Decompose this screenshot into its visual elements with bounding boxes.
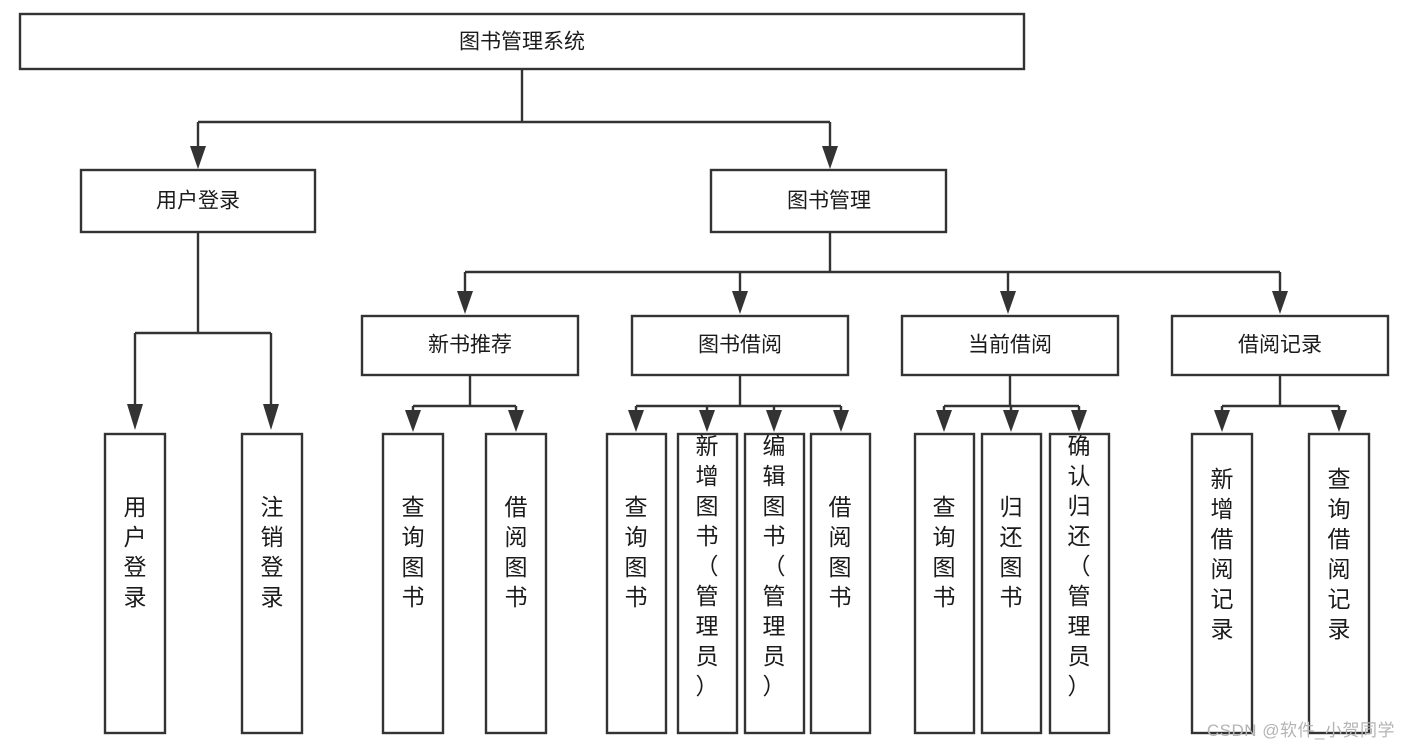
leaf-bb-borrow-book-rect[interactable] [809, 432, 872, 735]
node-root-rect[interactable] [18, 12, 1026, 71]
csdn-watermark: CSDN @软件_小贺同学 [1206, 721, 1395, 740]
arrowhead-bb-borrow [833, 410, 849, 432]
node-user-login-label: 用户登录 [156, 190, 240, 213]
leaf-rec-add-record-rect[interactable] [1190, 432, 1254, 735]
leaf-bb-edit-book-rect[interactable] [743, 432, 806, 735]
arrowhead-bb-edit [766, 410, 782, 432]
leaf-bb-borrow-book[interactable]: 借阅图书 [809, 432, 872, 735]
leaf-bb-borrow-book-label: 借阅图书 [829, 494, 852, 610]
arrowhead-newbook-borrow [508, 410, 524, 432]
node-book-borrow-label: 图书借阅 [698, 334, 782, 357]
node-current-borrow-rect[interactable] [900, 314, 1120, 377]
leaf-bb-edit-book-label: 编辑图书（管理员） [763, 433, 786, 699]
connector-group [127, 69, 1347, 432]
leaf-logout[interactable]: 注销登录 [240, 432, 304, 735]
node-new-book-recommend-label: 新书推荐 [428, 334, 512, 357]
leaf-cb-query-book-rect[interactable] [913, 432, 976, 735]
leaf-rec-query-record-rect[interactable] [1307, 432, 1371, 735]
node-current-borrow[interactable]: 当前借阅 [900, 314, 1120, 377]
leaf-bb-edit-book[interactable]: 编辑图书（管理员） [743, 432, 806, 735]
leaf-user-login-rect[interactable] [103, 432, 167, 735]
node-current-borrow-label: 当前借阅 [968, 334, 1052, 357]
leaf-rec-add-record[interactable]: 新增借阅记录 [1190, 432, 1254, 735]
leaf-rec-query-record-label: 查询借阅记录 [1328, 466, 1351, 642]
leaf-user-login-label: 用户登录 [124, 494, 147, 610]
leaf-newbook-borrow-book-rect[interactable] [484, 432, 548, 735]
leaf-bb-add-book[interactable]: 新增图书（管理员） [676, 432, 739, 735]
arrowhead-cb-confirm [1071, 410, 1087, 432]
node-user-login[interactable]: 用户登录 [79, 168, 317, 234]
leaf-newbook-query-book-rect[interactable] [381, 432, 445, 735]
leaf-bb-add-book-label: 新增图书（管理员） [696, 433, 719, 699]
arrowhead-cb-return [1003, 410, 1019, 432]
leaf-cb-return-book[interactable]: 归还图书 [980, 432, 1043, 735]
node-book-borrow[interactable]: 图书借阅 [630, 314, 850, 377]
arrowhead-borrow-record [1272, 291, 1288, 314]
leaf-user-login[interactable]: 用户登录 [103, 432, 167, 735]
node-book-borrow-rect[interactable] [630, 314, 850, 377]
leaf-cb-confirm-return-label: 确认归还（管理员） [1068, 433, 1091, 699]
leaf-cb-return-book-rect[interactable] [980, 432, 1043, 735]
arrowhead-rec-query [1331, 410, 1347, 432]
node-root[interactable]: 图书管理系统 [18, 12, 1026, 71]
leaf-logout-label: 注销登录 [261, 494, 284, 610]
arrowhead-bb-add [699, 410, 715, 432]
arrowhead-new-book [457, 291, 473, 314]
leaf-cb-return-book-label: 归还图书 [1000, 494, 1023, 610]
leaf-newbook-query-book-label: 查询图书 [402, 494, 425, 610]
node-book-management-rect[interactable] [709, 168, 948, 234]
arrowhead-bb-query [628, 410, 644, 432]
arrowhead-leaf-logout [263, 404, 279, 430]
node-new-book-recommend-rect[interactable] [360, 314, 580, 377]
leaf-cb-confirm-return-rect[interactable] [1048, 432, 1111, 735]
arrowhead-leaf-user-login [127, 404, 143, 430]
node-book-management[interactable]: 图书管理 [709, 168, 948, 234]
leaf-logout-rect[interactable] [240, 432, 304, 735]
arrowhead-book-manage [822, 146, 838, 169]
leaf-newbook-borrow-book-label: 借阅图书 [505, 494, 528, 610]
node-borrow-record-label: 借阅记录 [1238, 334, 1322, 357]
leaf-newbook-query-book[interactable]: 查询图书 [381, 432, 445, 735]
arrowhead-rec-add [1214, 410, 1230, 432]
arrowhead-cb-query [936, 410, 952, 432]
leaf-bb-query-book-label: 查询图书 [625, 494, 648, 610]
node-book-management-label: 图书管理 [787, 190, 871, 213]
leaf-cb-query-book[interactable]: 查询图书 [913, 432, 976, 735]
leaf-cb-query-book-label: 查询图书 [933, 494, 956, 610]
node-borrow-record[interactable]: 借阅记录 [1170, 314, 1390, 377]
leaf-bb-query-book[interactable]: 查询图书 [605, 432, 668, 735]
arrowhead-newbook-query [405, 410, 421, 432]
arrowhead-user-login [190, 146, 206, 169]
leaf-bb-query-book-rect[interactable] [605, 432, 668, 735]
leaf-cb-confirm-return[interactable]: 确认归还（管理员） [1048, 432, 1111, 735]
leaf-bb-add-book-rect[interactable] [676, 432, 739, 735]
arrowhead-book-borrow [732, 291, 748, 314]
node-new-book-recommend[interactable]: 新书推荐 [360, 314, 580, 377]
node-user-login-rect[interactable] [79, 168, 317, 234]
node-root-label: 图书管理系统 [459, 31, 585, 54]
leaf-rec-query-record[interactable]: 查询借阅记录 [1307, 432, 1371, 735]
leaf-newbook-borrow-book[interactable]: 借阅图书 [484, 432, 548, 735]
arrowhead-current-borrow [1000, 291, 1016, 314]
node-borrow-record-rect[interactable] [1170, 314, 1390, 377]
leaf-rec-add-record-label: 新增借阅记录 [1211, 466, 1234, 642]
